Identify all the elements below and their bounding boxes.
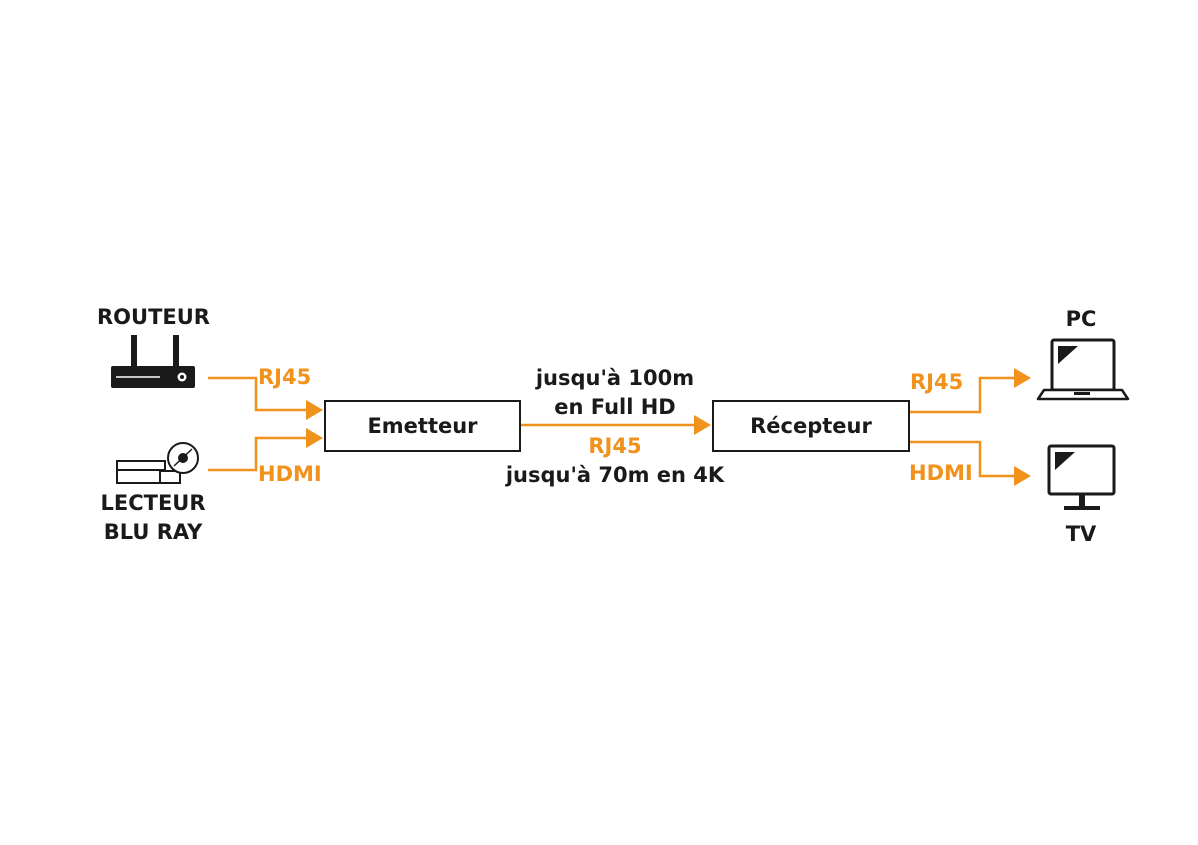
tv-connector [910,440,1016,478]
pc-link-label: RJ45 [910,370,964,394]
arrowhead-router [306,400,323,420]
bluray-link-label: HDMI [258,462,322,486]
arrowhead-pc [1014,368,1031,388]
pc-connector [910,376,1016,414]
link-type-label: RJ45 [588,434,642,458]
transmitter-box: Emetteur [324,400,521,452]
tv-link-label: HDMI [909,461,973,485]
receiver-box: Récepteur [712,400,910,452]
router-icon [111,335,195,388]
tv-label: TV [1065,522,1097,546]
tv-monitor-icon [1047,444,1116,510]
pc-label: PC [1065,307,1097,331]
bluray-player-icon [116,442,199,484]
receiver-label: Récepteur [750,414,872,438]
bluray-label-line2: BLU RAY [103,520,203,544]
arrowhead-bluray [306,428,323,448]
router-link-label: RJ45 [258,365,312,389]
link-distance-4k: jusqu'à 70m en 4K [505,463,725,487]
arrowhead-main [694,415,711,435]
bluray-label-line1: LECTEUR [100,491,206,515]
link-distance-fullhd: jusqu'à 100m [535,366,695,390]
link-fullhd-label: en Full HD [554,395,676,419]
transmitter-label: Emetteur [367,414,478,438]
bluray-connector [208,436,308,472]
router-connector [208,376,308,412]
arrowhead-tv [1014,466,1031,486]
laptop-icon [1036,338,1130,401]
arrowheads [306,368,1031,486]
connector-lines [208,376,1016,478]
router-label: ROUTEUR [97,305,210,329]
